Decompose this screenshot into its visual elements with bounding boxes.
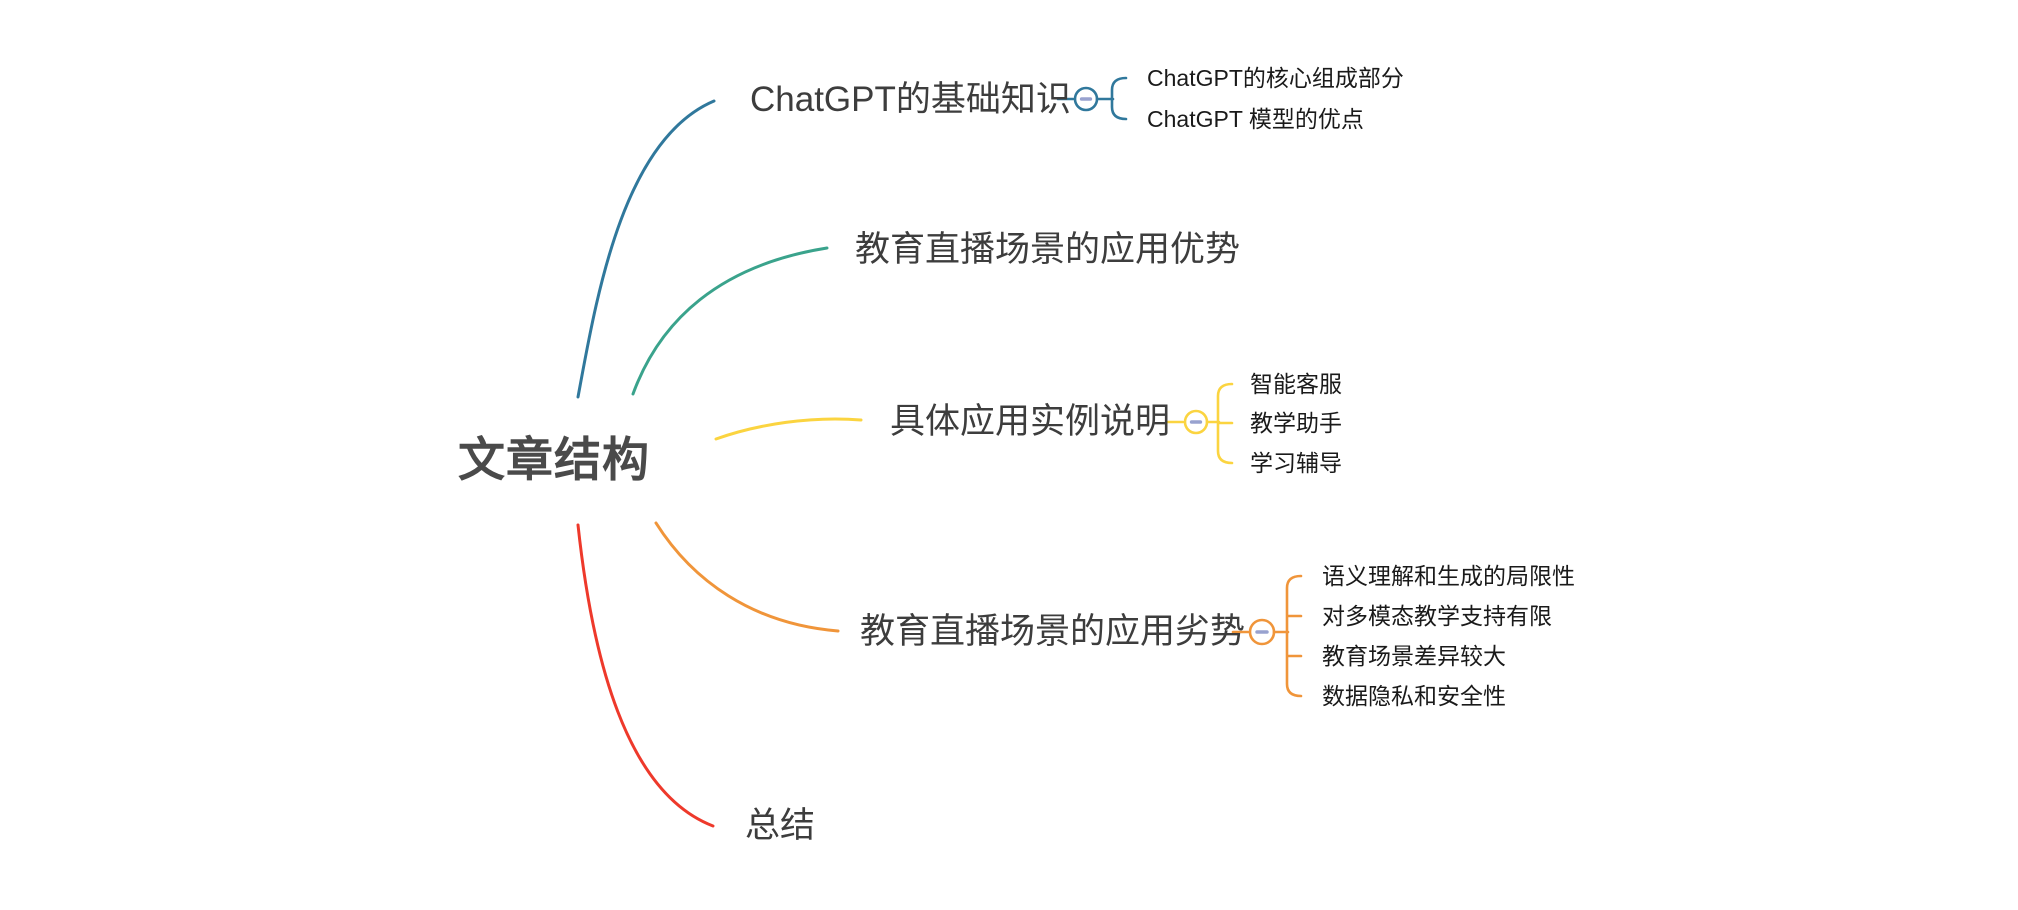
branch-curve	[576, 99, 716, 399]
children-brace	[1285, 574, 1303, 698]
child-node[interactable]: 对多模态教学支持有限	[1322, 602, 1552, 629]
branch-node[interactable]: 教育直播场景的应用优势	[855, 229, 1241, 269]
child-node[interactable]: 语义理解和生成的局限性	[1322, 562, 1575, 589]
minus-icon	[1079, 97, 1093, 101]
minus-icon	[1189, 420, 1203, 424]
collapse-icon[interactable]	[1073, 86, 1099, 112]
child-node[interactable]: 智能客服	[1250, 370, 1342, 397]
child-node[interactable]: ChatGPT 模型的优点	[1147, 105, 1364, 132]
branch-curve	[631, 246, 829, 396]
branch-node[interactable]: ChatGPT的基础知识	[750, 79, 1071, 119]
branch-curve	[576, 523, 715, 828]
collapse-icon[interactable]	[1183, 409, 1209, 435]
root-node[interactable]: 文章结构	[458, 432, 650, 486]
minus-icon	[1255, 630, 1269, 634]
branch-node[interactable]: 总结	[745, 805, 816, 845]
branch-node[interactable]: 具体应用实例说明	[890, 401, 1171, 441]
branch-curve	[654, 521, 840, 633]
child-node[interactable]: 教学助手	[1250, 409, 1342, 436]
collapse-icon[interactable]	[1248, 618, 1276, 646]
child-node[interactable]: 数据隐私和安全性	[1322, 682, 1506, 709]
child-node[interactable]: 教育场景差异较大	[1322, 642, 1506, 669]
child-node[interactable]: ChatGPT的核心组成部分	[1147, 64, 1404, 91]
branch-node[interactable]: 教育直播场景的应用劣势	[860, 611, 1246, 651]
child-node[interactable]: 学习辅导	[1250, 449, 1342, 476]
branch-curve	[714, 417, 863, 441]
children-brace	[1216, 382, 1234, 465]
children-brace	[1110, 76, 1128, 121]
